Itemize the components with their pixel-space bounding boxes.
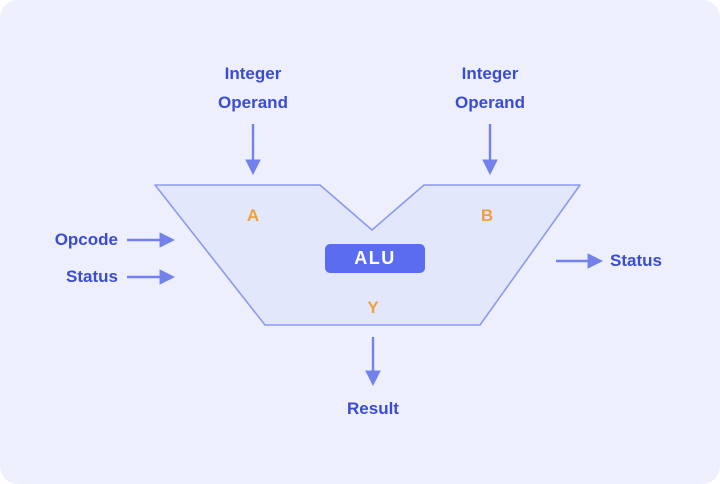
port-b-label: B [480, 206, 494, 225]
operand-a-label: Integer Operand [218, 64, 288, 112]
port-y-label: Y [367, 298, 379, 317]
status-in-label: Status [66, 267, 118, 286]
result-label: Result [347, 399, 399, 418]
status-out-label: Status [610, 251, 662, 270]
port-a-label: A [246, 206, 260, 225]
opcode-label: Opcode [54, 230, 118, 249]
alu-badge: ALU [325, 244, 425, 273]
operand-b-label: Integer Operand [455, 64, 525, 112]
